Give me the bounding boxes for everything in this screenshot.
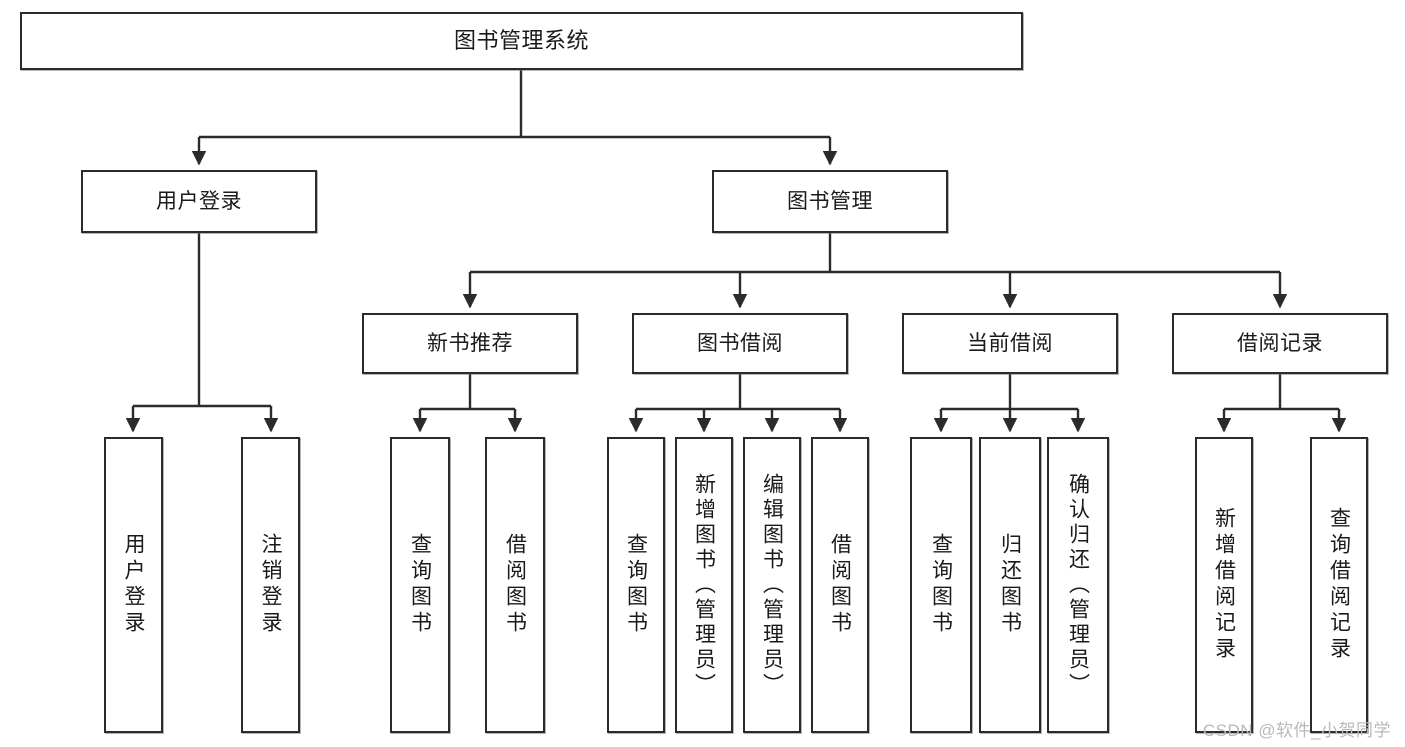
leaf-recommend-query-book[interactable]: 查询图书 <box>390 437 450 733</box>
leaf-borrow-borrow-book[interactable]: 借阅图书 <box>811 437 869 733</box>
leaf-borrow-borrow-book-label: 借阅图书 <box>828 533 852 637</box>
leaf-records-query-record[interactable]: 查询借阅记录 <box>1310 437 1368 733</box>
leaf-recommend-borrow-book[interactable]: 借阅图书 <box>485 437 545 733</box>
node-borrow-records-label: 借阅记录 <box>1237 331 1323 355</box>
leaf-borrow-add-book-admin-label: 新增图书（管理员） <box>692 472 716 698</box>
leaf-borrow-add-book-admin[interactable]: 新增图书（管理员） <box>675 437 733 733</box>
node-book-borrow-label: 图书借阅 <box>697 331 783 355</box>
leaf-user-logout-label: 注销登录 <box>259 533 282 637</box>
leaf-borrow-edit-book-admin-label: 编辑图书（管理员） <box>760 472 784 698</box>
leaf-recommend-query-book-label: 查询图书 <box>408 533 432 637</box>
node-new-book-recommend-label: 新书推荐 <box>427 331 513 355</box>
node-current-borrow-label: 当前借阅 <box>967 331 1053 355</box>
leaf-user-logout[interactable]: 注销登录 <box>241 437 300 733</box>
leaf-user-login[interactable]: 用户登录 <box>104 437 163 733</box>
leaf-user-login-label: 用户登录 <box>122 533 145 637</box>
leaf-current-return-book-label: 归还图书 <box>998 533 1022 637</box>
leaf-current-query-book-label: 查询图书 <box>929 533 953 637</box>
leaf-borrow-edit-book-admin[interactable]: 编辑图书（管理员） <box>743 437 801 733</box>
node-root[interactable]: 图书管理系统 <box>20 12 1023 70</box>
node-current-borrow[interactable]: 当前借阅 <box>902 313 1118 374</box>
leaf-current-confirm-return-admin[interactable]: 确认归还（管理员） <box>1047 437 1109 733</box>
leaf-records-query-record-label: 查询借阅记录 <box>1327 507 1351 663</box>
node-user-login[interactable]: 用户登录 <box>81 170 317 233</box>
leaf-recommend-borrow-book-label: 借阅图书 <box>503 533 527 637</box>
leaf-current-query-book[interactable]: 查询图书 <box>910 437 972 733</box>
node-new-book-recommend[interactable]: 新书推荐 <box>362 313 578 374</box>
leaf-borrow-query-book[interactable]: 查询图书 <box>607 437 665 733</box>
node-book-management[interactable]: 图书管理 <box>712 170 948 233</box>
leaf-current-confirm-return-admin-label: 确认归还（管理员） <box>1066 472 1090 698</box>
node-user-login-label: 用户登录 <box>156 189 242 213</box>
node-borrow-records[interactable]: 借阅记录 <box>1172 313 1388 374</box>
csdn-watermark: CSDN @软件_小贺同学 <box>1202 721 1391 740</box>
leaf-borrow-query-book-label: 查询图书 <box>624 533 648 637</box>
leaf-records-add-record-label: 新增借阅记录 <box>1212 507 1236 663</box>
node-book-management-label: 图书管理 <box>787 189 873 213</box>
node-root-label: 图书管理系统 <box>453 27 589 53</box>
leaf-current-return-book[interactable]: 归还图书 <box>979 437 1041 733</box>
leaf-records-add-record[interactable]: 新增借阅记录 <box>1195 437 1253 733</box>
node-book-borrow[interactable]: 图书借阅 <box>632 313 848 374</box>
